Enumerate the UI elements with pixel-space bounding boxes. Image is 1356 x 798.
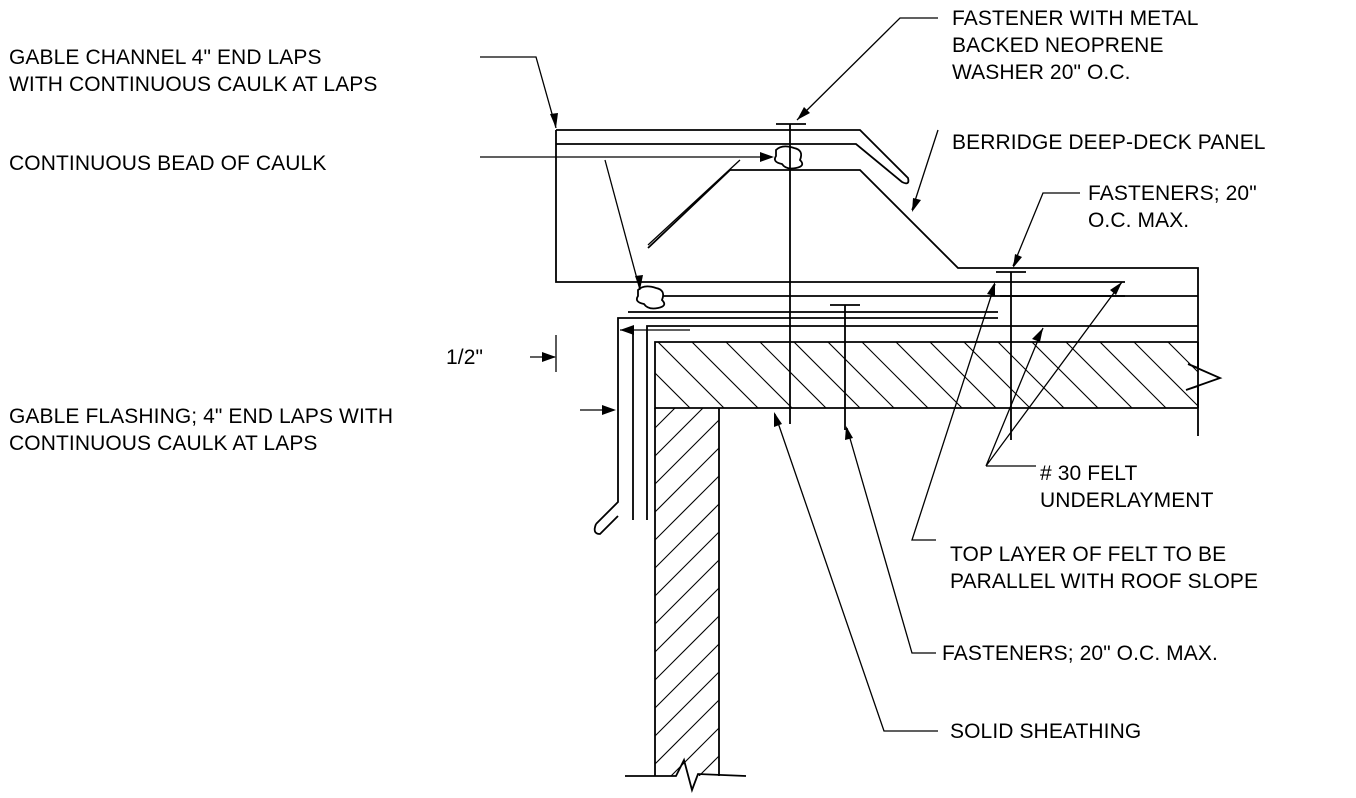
- hatch-line: [250, 342, 316, 408]
- hatch-line: [488, 342, 554, 408]
- hatch-line: [318, 342, 384, 408]
- hatch-line: [655, 475, 719, 541]
- callout-fastener-washer: FASTENER WITH METAL BACKED NEOPRENE WASH…: [952, 5, 1199, 86]
- hatch-line: [655, 408, 676, 429]
- hatch-line: [114, 342, 180, 408]
- felt-layer-lower: [646, 325, 1198, 520]
- hatch-line: [655, 671, 719, 737]
- callout-line: TOP LAYER OF FELT TO BE: [950, 543, 1227, 566]
- hatch-line: [655, 559, 719, 625]
- gable-channel-outer: [555, 130, 1125, 283]
- hatch-line: [655, 531, 719, 597]
- callout-line: UNDERLAYMENT: [1040, 489, 1214, 512]
- caulk-bead-top: [773, 145, 804, 170]
- hatch-line: [1099, 342, 1167, 408]
- fastener-sheathing: [830, 304, 860, 430]
- hatch-line: [1236, 342, 1302, 408]
- callout-continuous-bead: CONTINUOUS BEAD OF CAULK: [9, 150, 326, 177]
- sheathing-hatch: [46, 342, 1302, 408]
- callout-line: CONTINUOUS CAULK AT LAPS: [9, 432, 318, 455]
- hatch-line: [759, 342, 827, 408]
- wall-framing: [654, 408, 720, 776]
- hatch-line: [997, 342, 1065, 408]
- hatch-line: [793, 342, 861, 408]
- callout-line: GABLE FLASHING; 4" END LAPS WITH: [9, 405, 394, 428]
- callout-top-felt: TOP LAYER OF FELT TO BE PARALLEL WITH RO…: [950, 541, 1258, 595]
- hatch-line: [655, 419, 719, 485]
- hatch-line: [352, 342, 418, 408]
- callout-line: # 30 FELT: [1040, 462, 1138, 485]
- hatch-line: [929, 342, 997, 408]
- hatch-line: [861, 342, 929, 408]
- fastener-channel: [776, 123, 806, 424]
- hatch-line: [963, 342, 1031, 408]
- hatch-line: [657, 342, 725, 408]
- solid-sheathing: [654, 341, 1198, 409]
- callout-line: FASTENERS; 20": [1088, 182, 1257, 205]
- hatch-line: [691, 342, 759, 408]
- hatch-line: [655, 615, 719, 681]
- wall-break-line: [625, 757, 747, 793]
- gable-flashing: [595, 317, 998, 525]
- hatch-line: [655, 503, 719, 569]
- hatch-line: [148, 342, 214, 408]
- callout-fasteners-bottom: FASTENERS; 20" O.C. MAX.: [942, 640, 1218, 667]
- callout-line: CONTINUOUS BEAD OF CAULK: [9, 152, 327, 175]
- hatch-line: [80, 342, 146, 408]
- callout-dimension: 1/2": [446, 344, 483, 371]
- callout-line: FASTENER WITH METAL: [952, 7, 1199, 30]
- hatch-line: [655, 447, 719, 513]
- hatch-line: [655, 643, 719, 709]
- callout-sheathing: SOLID SHEATHING: [950, 718, 1141, 745]
- hatch-line: [522, 342, 588, 408]
- hatch-line: [216, 342, 282, 408]
- wall-hatch: [223, 408, 719, 776]
- gable-flashing-hem: [593, 515, 619, 535]
- callout-line: WITH CONTINUOUS CAULK AT LAPS: [9, 73, 378, 96]
- callout-felt: # 30 FELT UNDERLAYMENT: [1040, 460, 1214, 514]
- callout-line: O.C. MAX.: [1088, 209, 1190, 232]
- callout-line: GABLE CHANNEL 4" END LAPS: [9, 46, 322, 69]
- hatch-line: [46, 342, 112, 408]
- hatch-line: [655, 372, 691, 408]
- hatch-line: [386, 342, 452, 408]
- hatch-line: [279, 408, 647, 776]
- gable-channel: [556, 129, 910, 185]
- hatch-line: [1065, 342, 1133, 408]
- hatch-line: [725, 342, 793, 408]
- callout-line: FASTENERS; 20" O.C. MAX.: [942, 642, 1218, 665]
- fastener-deck: [996, 271, 1026, 440]
- hatch-line: [556, 342, 622, 408]
- caulk-bead-bottom: [635, 285, 666, 310]
- hatch-line: [1031, 342, 1099, 408]
- callout-line: BACKED NEOPRENE: [952, 34, 1164, 57]
- hatch-line: [655, 587, 719, 653]
- callout-fasteners-top: FASTENERS; 20" O.C. MAX.: [1088, 180, 1257, 234]
- hatch-line: [827, 342, 895, 408]
- callout-line: BERRIDGE DEEP-DECK PANEL: [952, 131, 1266, 154]
- callout-line: PARALLEL WITH ROOF SLOPE: [950, 570, 1259, 593]
- hatch-line: [223, 408, 591, 776]
- hatch-line: [1133, 342, 1198, 407]
- callout-deck-panel: BERRIDGE DEEP-DECK PANEL: [952, 129, 1266, 156]
- hatch-line: [895, 342, 963, 408]
- callout-line: 1/2": [446, 346, 484, 369]
- callout-gable-channel: GABLE CHANNEL 4" END LAPS WITH CONTINUOU…: [9, 44, 378, 98]
- hatch-line: [655, 699, 719, 765]
- deck-panel: [647, 169, 1199, 436]
- hatch-line: [284, 342, 350, 408]
- hatch-line: [1167, 342, 1198, 373]
- callout-line: WASHER 20" O.C.: [952, 61, 1131, 84]
- callout-gable-flashing: GABLE FLASHING; 4" END LAPS WITH CONTINU…: [9, 403, 393, 457]
- sheathing-break-line: [1185, 342, 1223, 408]
- hatch-line: [251, 408, 619, 776]
- callout-line: SOLID SHEATHING: [950, 720, 1142, 743]
- hatch-line: [182, 342, 248, 408]
